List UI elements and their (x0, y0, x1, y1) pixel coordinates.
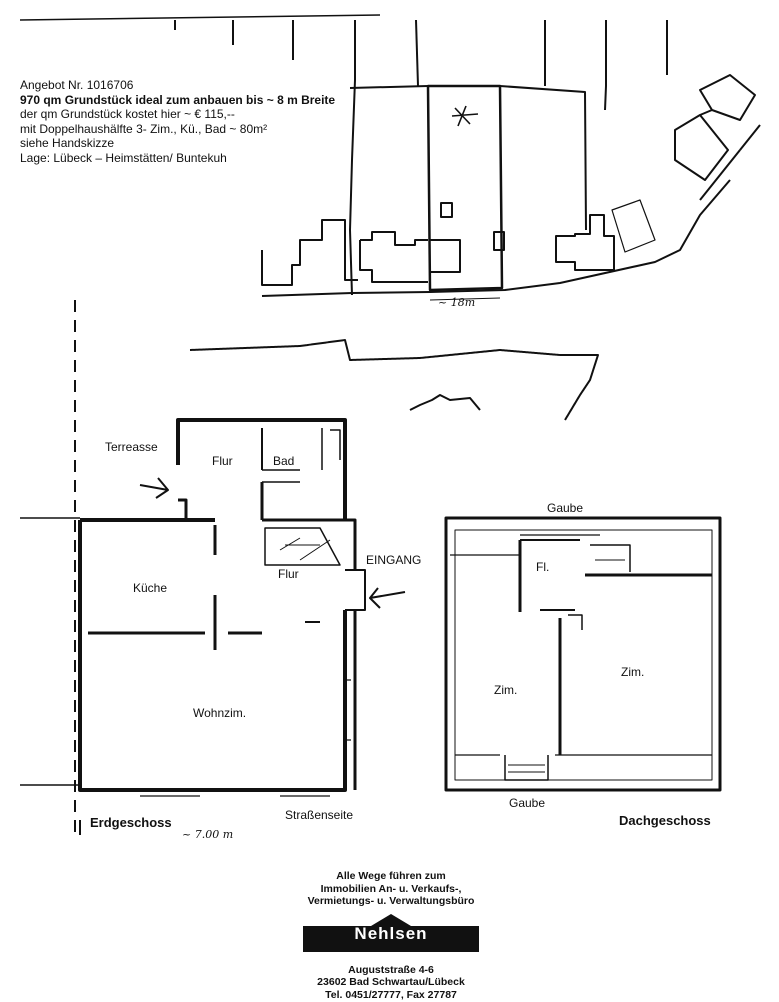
label-flur: Flur (278, 567, 299, 581)
label-wohnzimmer: Wohnzim. (193, 706, 247, 720)
label-zim-right: Zim. (621, 665, 645, 679)
agency-block: Alle Wege führen zum Immobilien An- u. V… (293, 870, 489, 1001)
label-fl: Fl. (536, 560, 550, 574)
offer-price: der qm Grundstück kostet hier ~ € 115,-- (20, 107, 235, 121)
offer-number: Angebot Nr. 1016706 (20, 78, 134, 92)
agency-line2: Immobilien An- u. Verkaufs-, (320, 882, 462, 895)
label-flur-top: Flur (212, 454, 233, 468)
label-gaube-bottom: Gaube (509, 796, 546, 810)
offer-headline: 970 qm Grundstück ideal zum anbauen bis … (20, 92, 336, 107)
label-eingang: EINGANG (366, 553, 422, 567)
plot-width-note: ~ 18m (438, 296, 476, 309)
label-strassenseite: Straßenseite (285, 808, 354, 822)
offer-header: Angebot Nr. 1016706 970 qm Grundstück id… (20, 78, 335, 165)
offer-location: Lage: Lübeck – Heimstätten/ Buntekuh (20, 150, 227, 165)
label-gaube-top: Gaube (547, 501, 584, 515)
agency-street: Auguststraße 4-6 (348, 963, 434, 976)
offer-sketch-note: siehe Handskizze (20, 136, 115, 150)
attic-title: Dachgeschoss (619, 813, 711, 828)
attic-floor-plan (444, 516, 722, 792)
site-sketch (19, 14, 761, 421)
agency-city: 23602 Bad Schwartau/Lübeck (317, 976, 465, 988)
label-zim-left: Zim. (494, 683, 518, 697)
logo-roof-icon (371, 913, 411, 926)
logo-bar (303, 925, 479, 952)
agency-logo: Nehlsen (293, 912, 489, 962)
ground-floor-width-note: ~ 7.00 m (182, 828, 234, 841)
label-terrasse: Terreasse (105, 440, 158, 454)
offer-house: mit Doppelhaushälfte 3- Zim., Kü., Bad ~… (20, 121, 268, 136)
ground-floor-plan (20, 300, 406, 840)
ground-floor-title: Erdgeschoss (90, 815, 172, 830)
logo-brand: Nehlsen (354, 923, 428, 943)
agency-phone: Tel. 0451/27777, Fax 27787 (325, 988, 457, 1001)
label-kueche: Küche (133, 581, 168, 595)
label-bad: Bad (273, 454, 295, 468)
agency-line1: Alle Wege führen zum (336, 870, 446, 882)
agency-line3: Vermietungs- u. Verwaltungsbüro (307, 895, 475, 907)
